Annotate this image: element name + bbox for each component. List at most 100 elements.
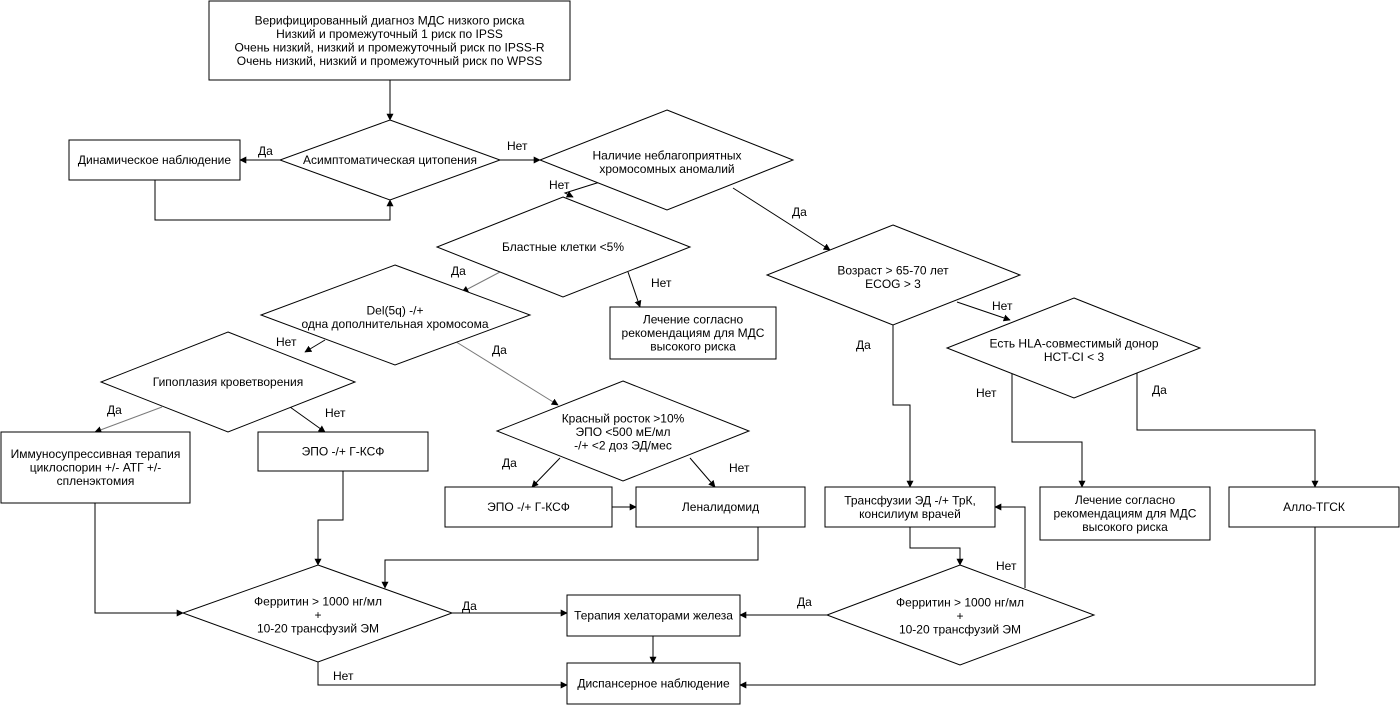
label-asymptomatic-no: Нет (507, 139, 528, 153)
asymptomatic-line-1: Асимптоматическая цитопения (303, 153, 477, 167)
label-red-sprout-yes: Да (502, 456, 517, 470)
svg-text:Терапия хелаторами железа: Терапия хелаторами железа (574, 609, 733, 623)
edge-age-no (956, 301, 1011, 322)
svg-text:Леналидомид: Леналидомид (682, 500, 759, 514)
label-hypoplasia-yes: Да (107, 403, 122, 417)
svg-text:Трансфузии ЭД -/+ ТрК,консилиу: Трансфузии ЭД -/+ ТрК,консилиум врачей (844, 493, 976, 521)
blasts-line-1: Бластные клетки <5% (502, 240, 624, 254)
decision-ferritin-left: Ферритин > 1000 нг/мл+10-20 трансфузий Э… (181, 564, 454, 663)
verified-dx-line-3: Очень низкий, низкий и промежуточный рис… (234, 40, 544, 54)
edge-del5q-yes (444, 334, 559, 406)
svg-text:Динамическое наблюдение: Динамическое наблюдение (78, 153, 231, 167)
decision-ferritin-right: Ферритин > 1000 нг/мл+10-20 трансфузий Э… (825, 564, 1096, 666)
svg-text:Асимптоматическая цитопения: Асимптоматическая цитопения (303, 153, 477, 167)
verified-dx-line-4: Очень низкий, низкий и промежуточный рис… (237, 54, 542, 68)
hla-donor-line-1: Есть HLA-совместимый донор (989, 336, 1158, 350)
node-epo-gcsf-left: ЭПО -/+ Г-КСФ (257, 431, 429, 472)
treat-high-risk-1-line-2: рекомендациям для МДС (622, 326, 765, 340)
label-age-yes: Да (856, 338, 871, 352)
edge-chrom-yes (732, 187, 831, 251)
edge-ferr-left-no (317, 662, 568, 689)
svg-text:Бластные клетки <5%: Бластные клетки <5% (502, 240, 624, 254)
svg-text:Ферритин > 1000 нг/мл+10-20 тр: Ферритин > 1000 нг/мл+10-20 трансфузий Э… (254, 595, 382, 636)
edge-chrom-no (563, 181, 601, 198)
label-red-sprout-no: Нет (729, 461, 750, 475)
dispensary-line-1: Диспансерное наблюдение (577, 677, 730, 691)
label-del5q-no: Нет (276, 335, 297, 349)
transfusions-line-2: консилиум врачей (859, 507, 961, 521)
node-verified-diagnosis: Верифицированный диагноз МДС низкого рис… (208, 0, 571, 81)
svg-text:ЭПО -/+ Г-КСФ: ЭПО -/+ Г-КСФ (487, 500, 570, 514)
label-blasts-no: Нет (651, 276, 672, 290)
edge-hla-no (1011, 372, 1086, 488)
treat-high-risk-1-line-1: Лечение согласно (643, 313, 744, 327)
chelation-line-1: Терапия хелаторами железа (574, 609, 733, 623)
del5q-line-1: Del(5q) -/+ (366, 303, 423, 317)
label-blasts-yes: Да (451, 264, 466, 278)
epo-gcsf-1-line-1: ЭПО -/+ Г-КСФ (302, 445, 385, 459)
decision-blast-cells: Бластные клетки <5% (435, 196, 692, 298)
red-sprout-line-2: ЭПО <500 мЕ/мл (575, 425, 670, 439)
edge-lenalidomide-to-ferritin (381, 527, 759, 589)
unfavorable-chrom-line-2: хромосомных аномалий (599, 162, 734, 176)
node-allo-tgsk: Алло-ТГСК (1228, 486, 1400, 528)
red-sprout-line-1: Красный росток >10% (562, 412, 685, 426)
decision-del5q: Del(5q) -/+одна дополнительная хромосома (259, 264, 532, 366)
treat-high-risk-2-line-2: рекомендациям для МДС (1054, 507, 1197, 521)
ferritin-left-line-3: 10-20 трансфузий ЭМ (257, 622, 379, 636)
edge-dynamic-obs-back (154, 180, 394, 221)
age-ecog-line-1: Возраст > 65-70 лет (837, 263, 949, 277)
transfusions-line-1: Трансфузии ЭД -/+ ТрК, (844, 493, 976, 507)
node-epo-gcsf-middle: ЭПО -/+ Г-КСФ (444, 486, 613, 528)
label-chromosomes-no: Нет (549, 178, 570, 192)
label-hla-no: Нет (976, 386, 997, 400)
label-ferritin-right-yes: Да (797, 595, 812, 609)
label-asymptomatic-yes: Да (258, 144, 273, 158)
svg-text:Алло-ТГСК: Алло-ТГСК (1283, 500, 1345, 514)
svg-text:Красный росток >10%ЭПО <500 мЕ: Красный росток >10%ЭПО <500 мЕ/мл-/+ <2 … (562, 412, 685, 453)
del5q-line-2: одна дополнительная хромосома (302, 317, 489, 331)
svg-text:Ферритин > 1000 нг/мл+10-20 тр: Ферритин > 1000 нг/мл+10-20 трансфузий Э… (896, 596, 1024, 637)
lenalidomide-line-1: Леналидомид (682, 500, 759, 514)
hypoplasia-line-1: Гипоплазия кроветворения (153, 375, 303, 389)
hla-donor-line-2: HCT-CI < 3 (1044, 350, 1105, 364)
edge-allo-to-dispensary (739, 527, 1316, 689)
dynamic-obs-line-1: Динамическое наблюдение (78, 153, 231, 167)
ferritin-left-line-2: + (314, 608, 321, 622)
immunosupp-line-3: спленэктомия (57, 474, 135, 488)
decision-hypoplasia: Гипоплазия кроветворения (99, 331, 357, 433)
immunosupp-line-2: циклоспорин +/- АТГ +/- (30, 461, 162, 475)
edge-labels: Да Нет Нет Да Да Нет Нет Да Нет Да Нет Д… (107, 139, 1167, 683)
red-sprout-line-3: -/+ <2 доз ЭД/мес (574, 439, 672, 453)
edge-hypo-no (289, 406, 326, 433)
label-age-no: Нет (992, 299, 1013, 313)
treat-high-risk-2-line-3: высокого риска (1082, 520, 1168, 534)
decision-red-sprout: Красный росток >10%ЭПО <500 мЕ/мл-/+ <2 … (495, 380, 751, 482)
edge-blasts-no (627, 271, 642, 308)
svg-text:Гипоплазия кроветворения: Гипоплазия кроветворения (153, 375, 303, 389)
edge-immunosupp-to-ferritin (94, 503, 184, 617)
node-transfusions: Трансфузии ЭД -/+ ТрК,консилиум врачей (824, 486, 996, 528)
edge-blasts-yes (461, 271, 501, 293)
edges (94, 80, 1319, 689)
svg-text:Верифицированный диагноз МДС н: Верифицированный диагноз МДС низкого рис… (234, 13, 544, 68)
ferritin-right-line-3: 10-20 трансфузий ЭМ (899, 623, 1021, 637)
epo-gcsf-2-line-1: ЭПО -/+ Г-КСФ (487, 500, 570, 514)
edge-hla-yes (1136, 372, 1319, 488)
unfavorable-chrom-line-1: Наличие неблагоприятных (592, 148, 741, 162)
edge-transfusions-to-ferritin (909, 527, 964, 566)
edge-ferr-right-no (994, 503, 1026, 588)
